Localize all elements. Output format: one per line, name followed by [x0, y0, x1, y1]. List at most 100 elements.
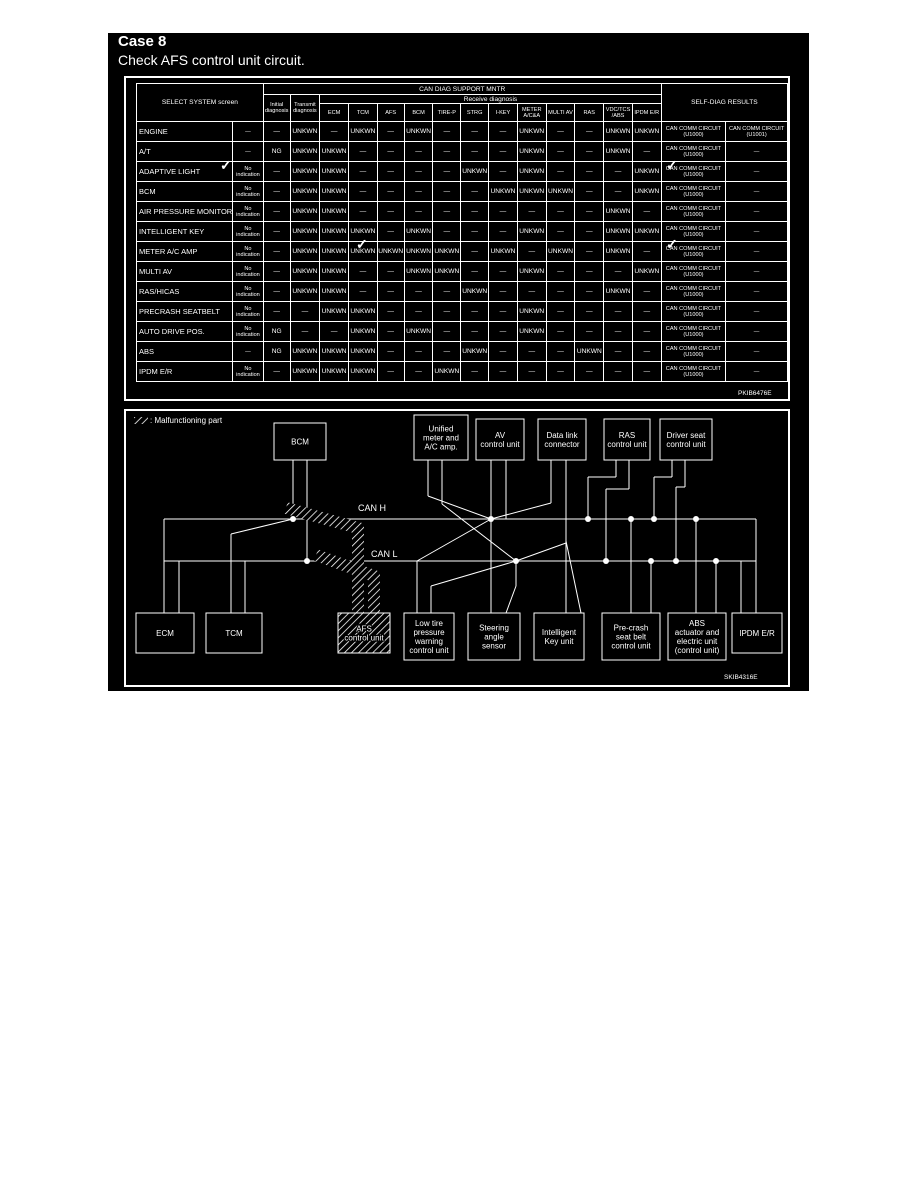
- receive-cell: —: [574, 361, 605, 382]
- col-receive-5: STRG: [460, 103, 490, 122]
- receive-cell: UNKWN: [488, 181, 518, 202]
- receive-cell: —: [460, 301, 490, 322]
- self-diag-result: CAN COMM CIRCUIT (U1000): [660, 201, 727, 222]
- can-diag-table-panel: SELECT SYSTEM screen CAN DIAG SUPPORT MN…: [124, 76, 790, 401]
- receive-cell: UNKWN: [348, 301, 378, 322]
- unit-label-afs: AFS: [356, 625, 372, 634]
- system-name: IPDM E/R: [135, 361, 234, 382]
- receive-cell: —: [574, 321, 605, 342]
- col-receive-11: IPDM E/R: [631, 103, 662, 122]
- transmit-cell: —: [289, 301, 321, 322]
- can-network-diagram-panel: : Malfunctioning part CAN H CAN L SKIB43…: [124, 409, 790, 687]
- receive-cell: —: [376, 221, 405, 242]
- receive-cell: UNKWN: [403, 261, 434, 282]
- receive-cell: —: [319, 121, 349, 142]
- header-receive: Receive diagnosis: [319, 94, 662, 104]
- receive-cell: UNKWN: [545, 181, 576, 202]
- receive-cell: —: [376, 181, 405, 202]
- unit-label-precrash: Pre-crash: [614, 624, 649, 633]
- self-diag-result: —: [725, 361, 788, 382]
- receive-cell: —: [545, 321, 576, 342]
- indication-cell: No indication: [232, 321, 264, 342]
- receive-cell: —: [488, 121, 518, 142]
- receive-cell: —: [376, 301, 405, 322]
- receive-cell: UNKWN: [631, 181, 662, 202]
- system-name: ABS: [135, 341, 234, 362]
- receive-cell: —: [403, 361, 434, 382]
- junction-dot: [651, 516, 657, 522]
- receive-cell: —: [376, 281, 405, 302]
- receive-cell: —: [376, 161, 405, 182]
- initial-cell: —: [262, 161, 291, 182]
- initial-cell: —: [262, 261, 291, 282]
- receive-cell: UNKWN: [319, 221, 349, 242]
- unit-label-tcm: TCM: [225, 629, 243, 638]
- initial-cell: —: [262, 361, 291, 382]
- system-name: AIR PRESSURE MONITOR: [135, 201, 234, 222]
- unit-box-afs: [337, 612, 391, 654]
- receive-cell: —: [488, 341, 518, 362]
- col-receive-6: I-KEY: [488, 103, 518, 122]
- initial-cell: —: [262, 241, 291, 262]
- unit-box-ecm: [135, 612, 195, 654]
- junction-dot: [603, 558, 609, 564]
- receive-cell: —: [516, 201, 547, 222]
- receive-cell: —: [574, 241, 605, 262]
- receive-cell: UNKWN: [432, 261, 462, 282]
- receive-cell: —: [460, 361, 490, 382]
- receive-cell: —: [516, 241, 547, 262]
- receive-cell: UNKWN: [603, 221, 633, 242]
- figure-code: PKIB6476E: [738, 390, 772, 397]
- receive-cell: UNKWN: [319, 181, 349, 202]
- unit-label-abs: electric unit: [677, 637, 718, 646]
- can-h-label: CAN H: [358, 503, 386, 513]
- unit-label-precrash: seat belt: [616, 633, 647, 642]
- receive-cell: —: [603, 301, 633, 322]
- self-diag-result: CAN COMM CIRCUIT (U1000): [660, 261, 727, 282]
- receive-cell: —: [460, 261, 490, 282]
- junction-dot: [648, 558, 654, 564]
- unit-label-tire: control unit: [409, 646, 449, 655]
- unit-label-seat: Driver seat: [667, 431, 706, 440]
- receive-cell: UNKWN: [319, 341, 349, 362]
- receive-cell: —: [574, 201, 605, 222]
- receive-cell: —: [574, 281, 605, 302]
- receive-cell: —: [376, 361, 405, 382]
- unit-label-dlc: Data link: [546, 431, 578, 440]
- col-receive-0: ECM: [319, 103, 349, 122]
- receive-cell: UNKWN: [319, 201, 349, 222]
- receive-cell: —: [631, 241, 662, 262]
- unit-label-ipdm: IPDM E/R: [739, 629, 775, 638]
- receive-cell: UNKWN: [403, 241, 434, 262]
- unit-box-ipdm: [731, 612, 783, 654]
- unit-box-ikey: [533, 612, 585, 661]
- receive-cell: UNKWN: [631, 121, 662, 142]
- unit-box-av: [475, 418, 525, 461]
- receive-cell: UNKWN: [603, 281, 633, 302]
- receive-cell: —: [403, 201, 434, 222]
- receive-cell: —: [488, 281, 518, 302]
- receive-cell: —: [488, 221, 518, 242]
- receive-cell: —: [348, 161, 378, 182]
- receive-cell: —: [376, 121, 405, 142]
- initial-cell: —: [262, 181, 291, 202]
- initial-cell: —: [262, 221, 291, 242]
- unit-label-dlc: connector: [544, 440, 579, 449]
- unit-label-av: AV: [495, 431, 506, 440]
- col-receive-10: VDC/TCS /ABS: [603, 103, 633, 122]
- transmit-cell: UNKWN: [289, 281, 321, 302]
- self-diag-result: —: [725, 221, 788, 242]
- receive-cell: —: [403, 281, 434, 302]
- receive-cell: —: [376, 261, 405, 282]
- system-name: RAS/HICAS: [135, 281, 234, 302]
- receive-cell: UNKWN: [348, 321, 378, 342]
- receive-cell: UNKWN: [432, 361, 462, 382]
- indication-cell: No indication: [232, 241, 264, 262]
- col-receive-3: BCM: [403, 103, 434, 122]
- receive-cell: —: [376, 201, 405, 222]
- transmit-cell: UNKWN: [289, 121, 321, 142]
- receive-cell: UNKWN: [319, 241, 349, 262]
- unit-label-afs: control unit: [344, 634, 384, 643]
